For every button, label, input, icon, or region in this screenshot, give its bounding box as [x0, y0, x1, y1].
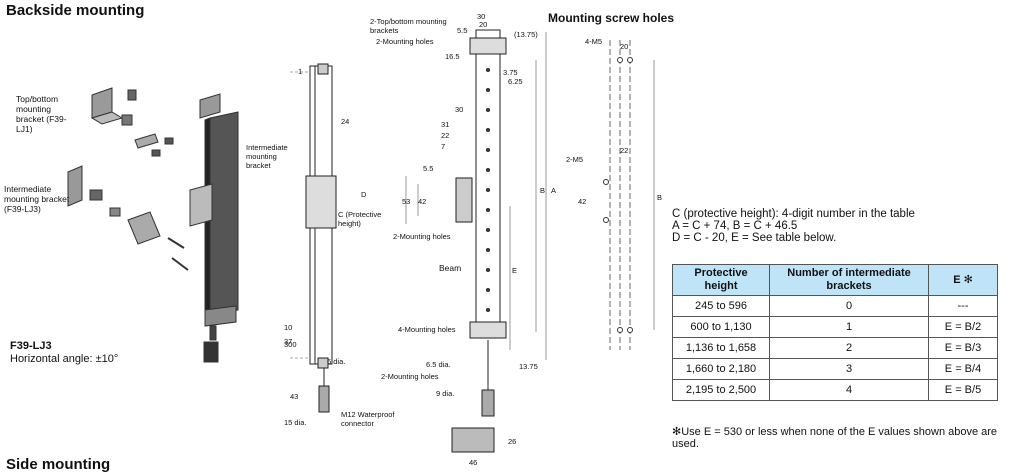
- header-protective-height: Protective height: [672, 264, 770, 296]
- intermediate-bracket-parts-icon: [67, 165, 213, 271]
- front-dim-5-5-top: 5.5: [457, 26, 468, 35]
- note-line-1: C (protective height): 4-digit number in…: [672, 208, 915, 220]
- front-dim-13-75-top: (13.75): [514, 30, 538, 39]
- front-dim-5-5-mid: 5.5: [423, 164, 434, 173]
- side-dim-1: 1: [298, 67, 303, 76]
- front-dim-7: 7: [441, 142, 446, 151]
- table-row: 600 to 1,130 1 E = B/2: [672, 316, 998, 338]
- cell-brackets: 1: [769, 316, 929, 338]
- front-dim-20: 20: [479, 20, 488, 29]
- top-bottom-bracket-label: Top/bottom mounting bracket (F39-LJ1): [16, 94, 67, 134]
- front-dim-A: A: [551, 186, 557, 195]
- table-row: 2,195 to 2,500 4 E = B/5: [672, 379, 998, 401]
- mounting-screw-holes-title: Mounting screw holes: [548, 11, 675, 25]
- cell-height: 600 to 1,130: [672, 316, 770, 338]
- header-intermediate-brackets: Number of intermediate brackets: [769, 264, 929, 296]
- cell-brackets: 3: [769, 358, 929, 380]
- cell-e: E = B/5: [928, 379, 998, 401]
- side-dim-D: D: [361, 190, 367, 199]
- side-dim-6-dia: 6 dia.: [327, 357, 346, 366]
- horizontal-angle-label: Horizontal angle: ±10°: [10, 353, 119, 365]
- formula-notes: C (protective height): 4-digit number in…: [672, 208, 915, 244]
- screw-holes-4-m5: 4-M5: [585, 37, 603, 46]
- side-dim-10: 10: [284, 323, 293, 332]
- beam-callout: Beam: [439, 263, 462, 273]
- front-dim-30-mid: 30: [455, 105, 464, 114]
- table-header-row: Protective height Number of intermediate…: [672, 264, 998, 296]
- front-dim-30: 30: [477, 12, 486, 21]
- front-dim-16-5: 16.5: [445, 52, 460, 61]
- note-line-2: A = C + 74, B = C + 46.5: [672, 220, 798, 232]
- sensor-unit-icon: [199, 93, 239, 363]
- front-view-drawing: [405, 29, 547, 453]
- cell-brackets: 2: [769, 337, 929, 359]
- mounting-holes-top-callout: 2-Mounting holes: [376, 37, 434, 46]
- screw-holes-drawing: [603, 40, 655, 350]
- front-dim-9-dia: 9 dia.: [436, 389, 455, 398]
- cell-e: E = B/2: [928, 316, 998, 338]
- protective-height-callout: C (Protective height): [338, 210, 382, 228]
- front-dim-B: B: [540, 186, 546, 195]
- cell-brackets: 4: [769, 379, 929, 401]
- front-dim-6-25: 6.25: [508, 77, 523, 86]
- bracket-illustration: [67, 87, 239, 363]
- front-dim-6-5-dia: 6.5 dia.: [426, 360, 451, 369]
- side-dim-15-dia: 15 dia.: [284, 418, 307, 427]
- side-dim-43: 43: [290, 392, 299, 401]
- cell-e: E = B/3: [928, 337, 998, 359]
- table-row: 245 to 596 0 ---: [672, 295, 998, 317]
- front-dim-42: 42: [418, 197, 427, 206]
- intermediate-bracket-callout: Intermediate mounting bracket: [246, 143, 288, 170]
- screw-holes-dim-22: 22: [620, 146, 629, 155]
- side-dim-300: 300: [284, 340, 297, 349]
- cell-height: 1,136 to 1,658: [672, 337, 770, 359]
- table-row: 1,136 to 1,658 2 E = B/3: [672, 337, 998, 359]
- front-dim-E: E: [512, 266, 518, 275]
- side-mounting-title: Side mounting: [6, 456, 111, 473]
- cell-e: E = B/4: [928, 358, 998, 380]
- protective-height-table: Protective height Number of intermediate…: [672, 264, 998, 401]
- intermediate-bracket-label: Intermediate mounting bracket (F39-LJ3): [4, 184, 70, 214]
- screw-holes-dim-42: 42: [578, 197, 587, 206]
- screw-holes-dim-B: B: [657, 193, 663, 202]
- table-footnote: ✻Use E = 530 or less when none of the E …: [672, 426, 998, 450]
- cell-height: 2,195 to 2,500: [672, 379, 770, 401]
- front-dim-26: 26: [508, 437, 517, 446]
- note-line-3: D = C - 20, E = See table below.: [672, 232, 837, 244]
- front-dim-3-75: 3.75: [503, 68, 518, 77]
- front-dim-31: 31: [441, 120, 450, 129]
- page-title: Backside mounting: [6, 2, 145, 19]
- front-dim-46: 46: [469, 458, 478, 467]
- screw-holes-dim-20: 20: [620, 42, 629, 51]
- cell-height: 245 to 596: [672, 295, 770, 317]
- side-dim-24: 24: [341, 117, 350, 126]
- top-bottom-brackets-callout: 2-Top/bottom mounting brackets: [370, 17, 447, 35]
- mounting-holes-bottom-callout: 4-Mounting holes: [398, 325, 456, 334]
- screw-holes-2-m5: 2-M5: [566, 155, 584, 164]
- mounting-holes-bottom2-callout: 2-Mounting holes: [381, 372, 439, 381]
- m12-connector-callout: M12 Waterproof connector: [341, 410, 395, 428]
- front-dim-53: 53: [402, 197, 411, 206]
- side-dim-37: 37: [284, 337, 293, 346]
- mounting-holes-middle-callout: 2-Mounting holes: [393, 232, 451, 241]
- cell-e: ---: [928, 295, 998, 317]
- front-dim-22: 22: [441, 131, 450, 140]
- header-e: E ✻: [928, 264, 998, 296]
- cell-height: 1,660 to 2,180: [672, 358, 770, 380]
- table-row: 1,660 to 2,180 3 E = B/4: [672, 358, 998, 380]
- front-dim-13-75-bottom: 13.75: [519, 362, 538, 371]
- top-bottom-bracket-parts-icon: [90, 87, 174, 157]
- cell-brackets: 0: [769, 295, 929, 317]
- model-label: F39-LJ3: [10, 340, 52, 352]
- side-view-drawing: [290, 63, 337, 413]
